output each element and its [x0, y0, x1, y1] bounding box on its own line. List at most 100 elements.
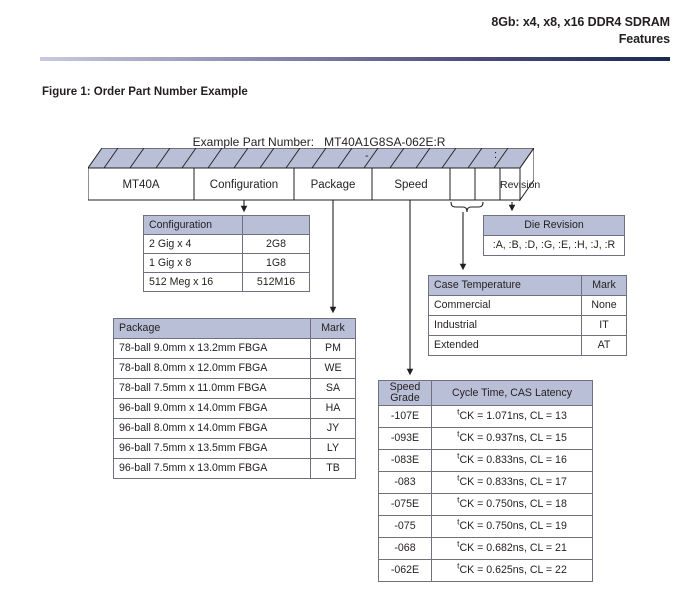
casetemp-mark: AT: [581, 335, 627, 356]
table-header-row: Case Temperature Mark: [428, 275, 627, 296]
package-mark: WE: [310, 358, 356, 379]
banner-cell-revision: Revision: [500, 179, 541, 191]
package-table: Package Mark 78-ball 9.0mm x 13.2mm FBGA…: [113, 318, 356, 479]
casetemp-name: Industrial: [428, 315, 582, 336]
speedgrade-description: tCK = 0.625ns, CL = 22: [431, 559, 593, 582]
configuration-mark: 2G8: [242, 234, 310, 254]
speed-grade-table: Speed Grade Cycle Time, CAS Latency -107…: [378, 380, 593, 582]
table-row: Extended AT: [428, 335, 627, 356]
speedgrade-description: tCK = 0.833ns, CL = 16: [431, 449, 593, 472]
header-divider-rule: [40, 57, 670, 61]
table-row: 96-ball 8.0mm x 14.0mm FBGA JY: [113, 418, 356, 439]
speedgrade-grade: -083E: [378, 449, 432, 472]
table-row: 78-ball 8.0mm x 12.0mm FBGA WE: [113, 358, 356, 379]
speedgrade-grade: -107E: [378, 405, 432, 428]
banner-cell-package: Package: [310, 179, 356, 191]
table-row: 512 Meg x 16 512M16: [143, 272, 310, 292]
speedgrade-description: tCK = 0.750ns, CL = 18: [431, 493, 593, 516]
casetemp-mark: IT: [581, 315, 627, 336]
package-name: 96-ball 8.0mm x 14.0mm FBGA: [113, 418, 311, 439]
configuration-header-mark: [242, 215, 310, 235]
speedgrade-grade: -083: [378, 471, 432, 494]
speedgrade-description: tCK = 0.682ns, CL = 21: [431, 537, 593, 560]
example-part-number: Example Part Number: MT40A1G8SA-062E:R: [186, 121, 446, 149]
configuration-mark: 1G8: [242, 253, 310, 273]
table-row: :A, :B, :D, :G, :E, :H, :J, :R: [483, 235, 625, 256]
configuration-mark: 512M16: [242, 272, 310, 292]
speedgrade-description: tCK = 0.833ns, CL = 17: [431, 471, 593, 494]
figure-title: Figure 1: Order Part Number Example: [42, 86, 248, 98]
table-row: Industrial IT: [428, 315, 627, 336]
package-name: 78-ball 8.0mm x 12.0mm FBGA: [113, 358, 311, 379]
package-name: 78-ball 7.5mm x 11.0mm FBGA: [113, 378, 311, 399]
table-row: 78-ball 7.5mm x 11.0mm FBGA SA: [113, 378, 356, 399]
configuration-table: Configuration 2 Gig x 4 2G8 1 Gig x 8 1G…: [143, 215, 310, 292]
speedgrade-grade: -093E: [378, 427, 432, 450]
package-mark: JY: [310, 418, 356, 439]
case-temperature-table: Case Temperature Mark Commercial None In…: [428, 275, 627, 356]
speedgrade-grade: -068: [378, 537, 432, 560]
package-mark: PM: [310, 338, 356, 359]
speedgrade-description: tCK = 0.750ns, CL = 19: [431, 515, 593, 538]
speedgrade-grade: -062E: [378, 559, 432, 582]
speedgrade-header-desc: Cycle Time, CAS Latency: [431, 380, 593, 406]
package-mark: SA: [310, 378, 356, 399]
package-header-name: Package: [113, 318, 311, 339]
table-row: 1 Gig x 8 1G8: [143, 253, 310, 273]
package-header-mark: Mark: [310, 318, 356, 339]
banner-cell-speed: Speed: [394, 179, 428, 191]
table-header-row: Speed Grade Cycle Time, CAS Latency: [378, 380, 593, 406]
package-name: 96-ball 9.0mm x 14.0mm FBGA: [113, 398, 311, 419]
package-name: 96-ball 7.5mm x 13.0mm FBGA: [113, 458, 311, 479]
table-row: 78-ball 9.0mm x 13.2mm FBGA PM: [113, 338, 356, 359]
speedgrade-grade: -075E: [378, 493, 432, 516]
configuration-header-name: Configuration: [143, 215, 243, 235]
speedgrade-header-grade: Speed Grade: [378, 380, 432, 406]
package-mark: LY: [310, 438, 356, 459]
package-name: 96-ball 7.5mm x 13.5mm FBGA: [113, 438, 311, 459]
speedgrade-grade: -075: [378, 515, 432, 538]
package-mark: HA: [310, 398, 356, 419]
package-name: 78-ball 9.0mm x 13.2mm FBGA: [113, 338, 311, 359]
table-row: 96-ball 7.5mm x 13.0mm FBGA TB: [113, 458, 356, 479]
example-part-number-label: Example Part Number:: [192, 135, 315, 149]
table-row: 96-ball 7.5mm x 13.5mm FBGA LY: [113, 438, 356, 459]
table-header-row: Die Revision: [483, 215, 625, 236]
configuration-name: 1 Gig x 8: [143, 253, 243, 273]
part-number-banner: - :: [88, 148, 534, 202]
die-revision-header: Die Revision: [483, 215, 625, 236]
casetemp-mark: None: [581, 295, 627, 316]
speedgrade-description: tCK = 0.937ns, CL = 15: [431, 427, 593, 450]
table-row: Commercial None: [428, 295, 627, 316]
header-title-line1: 8Gb: x4, x8, x16 DDR4 SDRAM: [491, 15, 670, 29]
table-row: 96-ball 9.0mm x 14.0mm FBGA HA: [113, 398, 356, 419]
speedgrade-description: tCK = 1.071ns, CL = 13: [431, 405, 593, 428]
casetemp-name: Extended: [428, 335, 582, 356]
casetemp-header-mark: Mark: [581, 275, 627, 296]
banner-cell-mt40a: MT40A: [122, 179, 160, 191]
page-header: 8Gb: x4, x8, x16 DDR4 SDRAM Features: [0, 14, 670, 48]
casetemp-name: Commercial: [428, 295, 582, 316]
banner-separator-colon: :: [494, 149, 498, 161]
configuration-name: 2 Gig x 4: [143, 234, 243, 254]
die-revision-values: :A, :B, :D, :G, :E, :H, :J, :R: [483, 235, 625, 256]
casetemp-header-name: Case Temperature: [428, 275, 582, 296]
header-title-line2: Features: [618, 32, 670, 46]
banner-cell-configuration: Configuration: [209, 179, 279, 191]
die-revision-table: Die Revision :A, :B, :D, :G, :E, :H, :J,…: [483, 215, 625, 256]
package-mark: TB: [310, 458, 356, 479]
table-header-row: Configuration: [143, 215, 310, 235]
table-row: 2 Gig x 4 2G8: [143, 234, 310, 254]
table-header-row: Package Mark: [113, 318, 356, 339]
banner-separator-dash: -: [365, 150, 369, 162]
example-part-number-value: MT40A1G8SA-062E:R: [324, 135, 446, 149]
configuration-name: 512 Meg x 16: [143, 272, 243, 292]
